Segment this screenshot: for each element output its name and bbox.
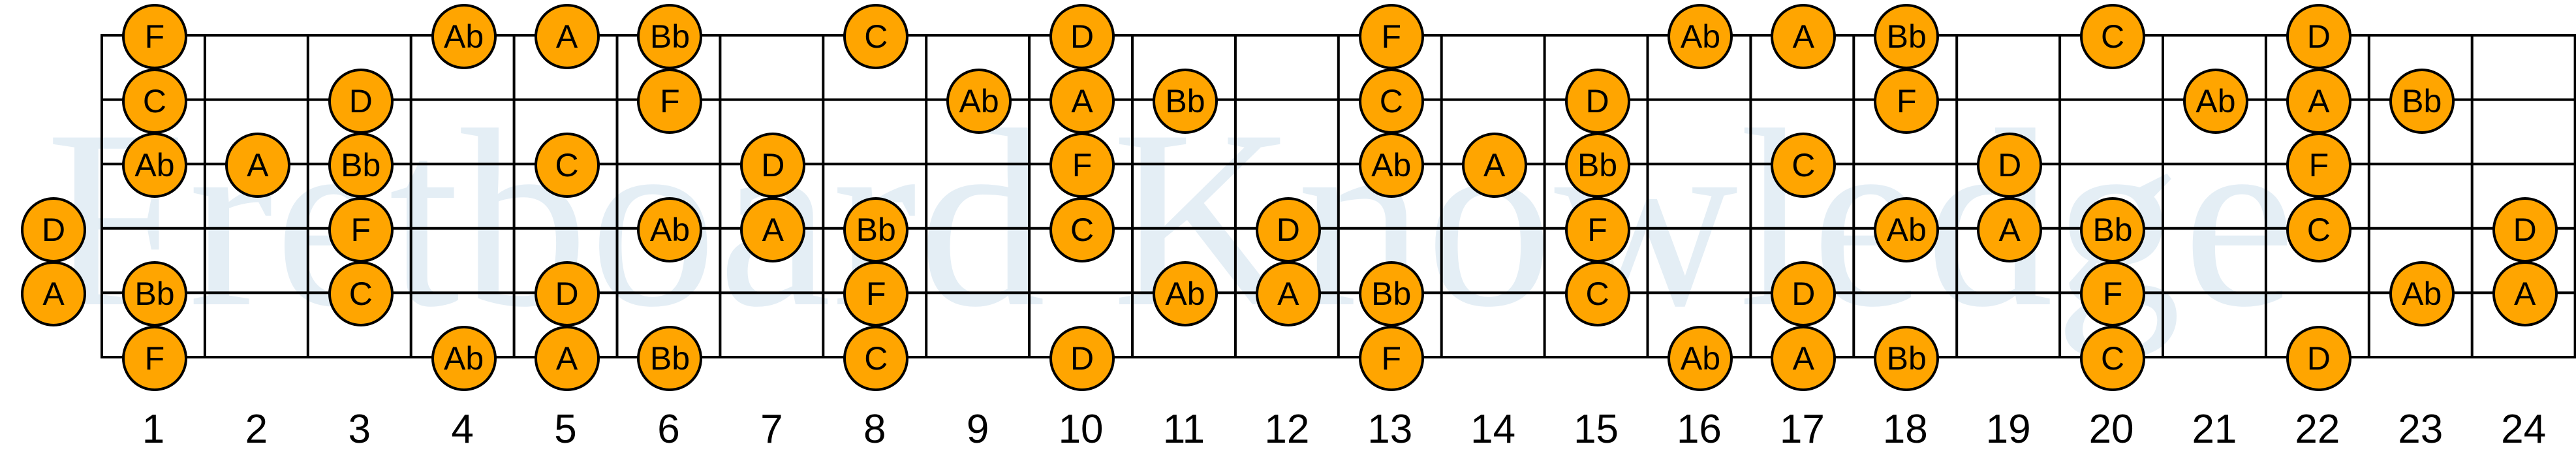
fret-note: C [2286,197,2351,262]
fret-note: Bb [1874,326,1940,391]
fret-note: F [1049,133,1115,198]
open-string-note: D [21,197,86,262]
fret-note: Bb [1152,68,1218,134]
fret-number: 13 [1367,407,1413,452]
fret-number: 19 [1985,407,2031,452]
fret-note: A [1771,326,1837,391]
fret-note: A [1255,261,1321,327]
fret-note: Ab [431,326,497,391]
fret-number: 8 [863,407,886,452]
fret-note: F [637,68,703,134]
fret-note: F [1874,68,1940,134]
fret-note: A [534,326,600,391]
fret-note: A [2286,68,2351,134]
fret-note: C [2080,326,2146,391]
fret-note: A [1049,68,1115,134]
fret-note: Ab [2182,68,2248,134]
fret-note: D [2286,326,2351,391]
fret-note: D [328,68,394,134]
fret-note: Ab [1152,261,1218,327]
fret-note: Ab [1358,133,1424,198]
fret-number: 9 [966,407,989,452]
fret-note: Bb [1564,133,1630,198]
fret-note: A [534,4,600,69]
fret-number: 22 [2295,407,2340,452]
fret-note: C [843,326,909,391]
fret-number: 20 [2088,407,2134,452]
fret-note: A [2492,261,2558,327]
fret-note: Ab [946,68,1012,134]
fret-note: F [1358,326,1424,391]
fret-number: 15 [1574,407,1619,452]
fret-note: D [1564,68,1630,134]
fret-note: Ab [431,4,497,69]
fret-number: 12 [1264,407,1310,452]
fret-number: 10 [1058,407,1104,452]
fret-note: C [2080,4,2146,69]
fret-note: D [1977,133,2043,198]
fret-number: 4 [451,407,474,452]
fret-number: 6 [657,407,680,452]
fret-number: 2 [245,407,268,452]
fret-note: F [121,326,187,391]
fret-note: D [2492,197,2558,262]
fret-note: C [534,133,600,198]
fret-note: Ab [1668,326,1733,391]
fret-note: Ab [1668,4,1733,69]
fret-note: Bb [843,197,909,262]
fret-note: A [1461,133,1527,198]
fret-note: D [1049,326,1115,391]
fret-number: 1 [142,407,165,452]
fret-number: 17 [1779,407,1825,452]
fret-number: 3 [348,407,371,452]
fret-note: C [1771,133,1837,198]
fret-number: 5 [554,407,577,452]
fret-note: D [740,133,806,198]
fret-note: C [1358,68,1424,134]
fret-note: Bb [121,261,187,327]
fret-number: 11 [1162,407,1205,452]
fret-note: D [2286,4,2351,69]
fret-note: F [2286,133,2351,198]
fret-number: 16 [1676,407,1722,452]
fret-note: F [1358,4,1424,69]
fret-note: D [1255,197,1321,262]
fret-note: Bb [2389,68,2455,134]
fret-note: Bb [1358,261,1424,327]
open-string-note: A [21,261,86,327]
fret-note: Bb [2080,197,2146,262]
fret-note: C [843,4,909,69]
fret-number: 7 [760,407,783,452]
fret-note: D [1771,261,1837,327]
fret-note: F [121,4,187,69]
fret-number: 24 [2501,407,2547,452]
fret-number: 18 [1882,407,1928,452]
fret-number: 21 [2192,407,2237,452]
fret-note: D [1049,4,1115,69]
fret-note: C [328,261,394,327]
fret-number: 23 [2398,407,2444,452]
fret-note: F [328,197,394,262]
fret-note: A [1977,197,2043,262]
fret-note: C [121,68,187,134]
fret-note: Bb [1874,4,1940,69]
fret-note: Ab [637,197,703,262]
fret-note: A [740,197,806,262]
fret-note: F [843,261,909,327]
fret-note: C [1049,197,1115,262]
fret-note: Ab [1874,197,1940,262]
fret-note: F [2080,261,2146,327]
fret-note: A [1771,4,1837,69]
fret-note: Bb [328,133,394,198]
fret-number: 14 [1470,407,1516,452]
fret-note: A [225,133,290,198]
fret-note: D [534,261,600,327]
fret-note: C [1564,261,1630,327]
fret-note: Ab [2389,261,2455,327]
fret-note: Ab [121,133,187,198]
fret-note: Bb [637,326,703,391]
fret-note: F [1564,197,1630,262]
fret-note: Bb [637,4,703,69]
